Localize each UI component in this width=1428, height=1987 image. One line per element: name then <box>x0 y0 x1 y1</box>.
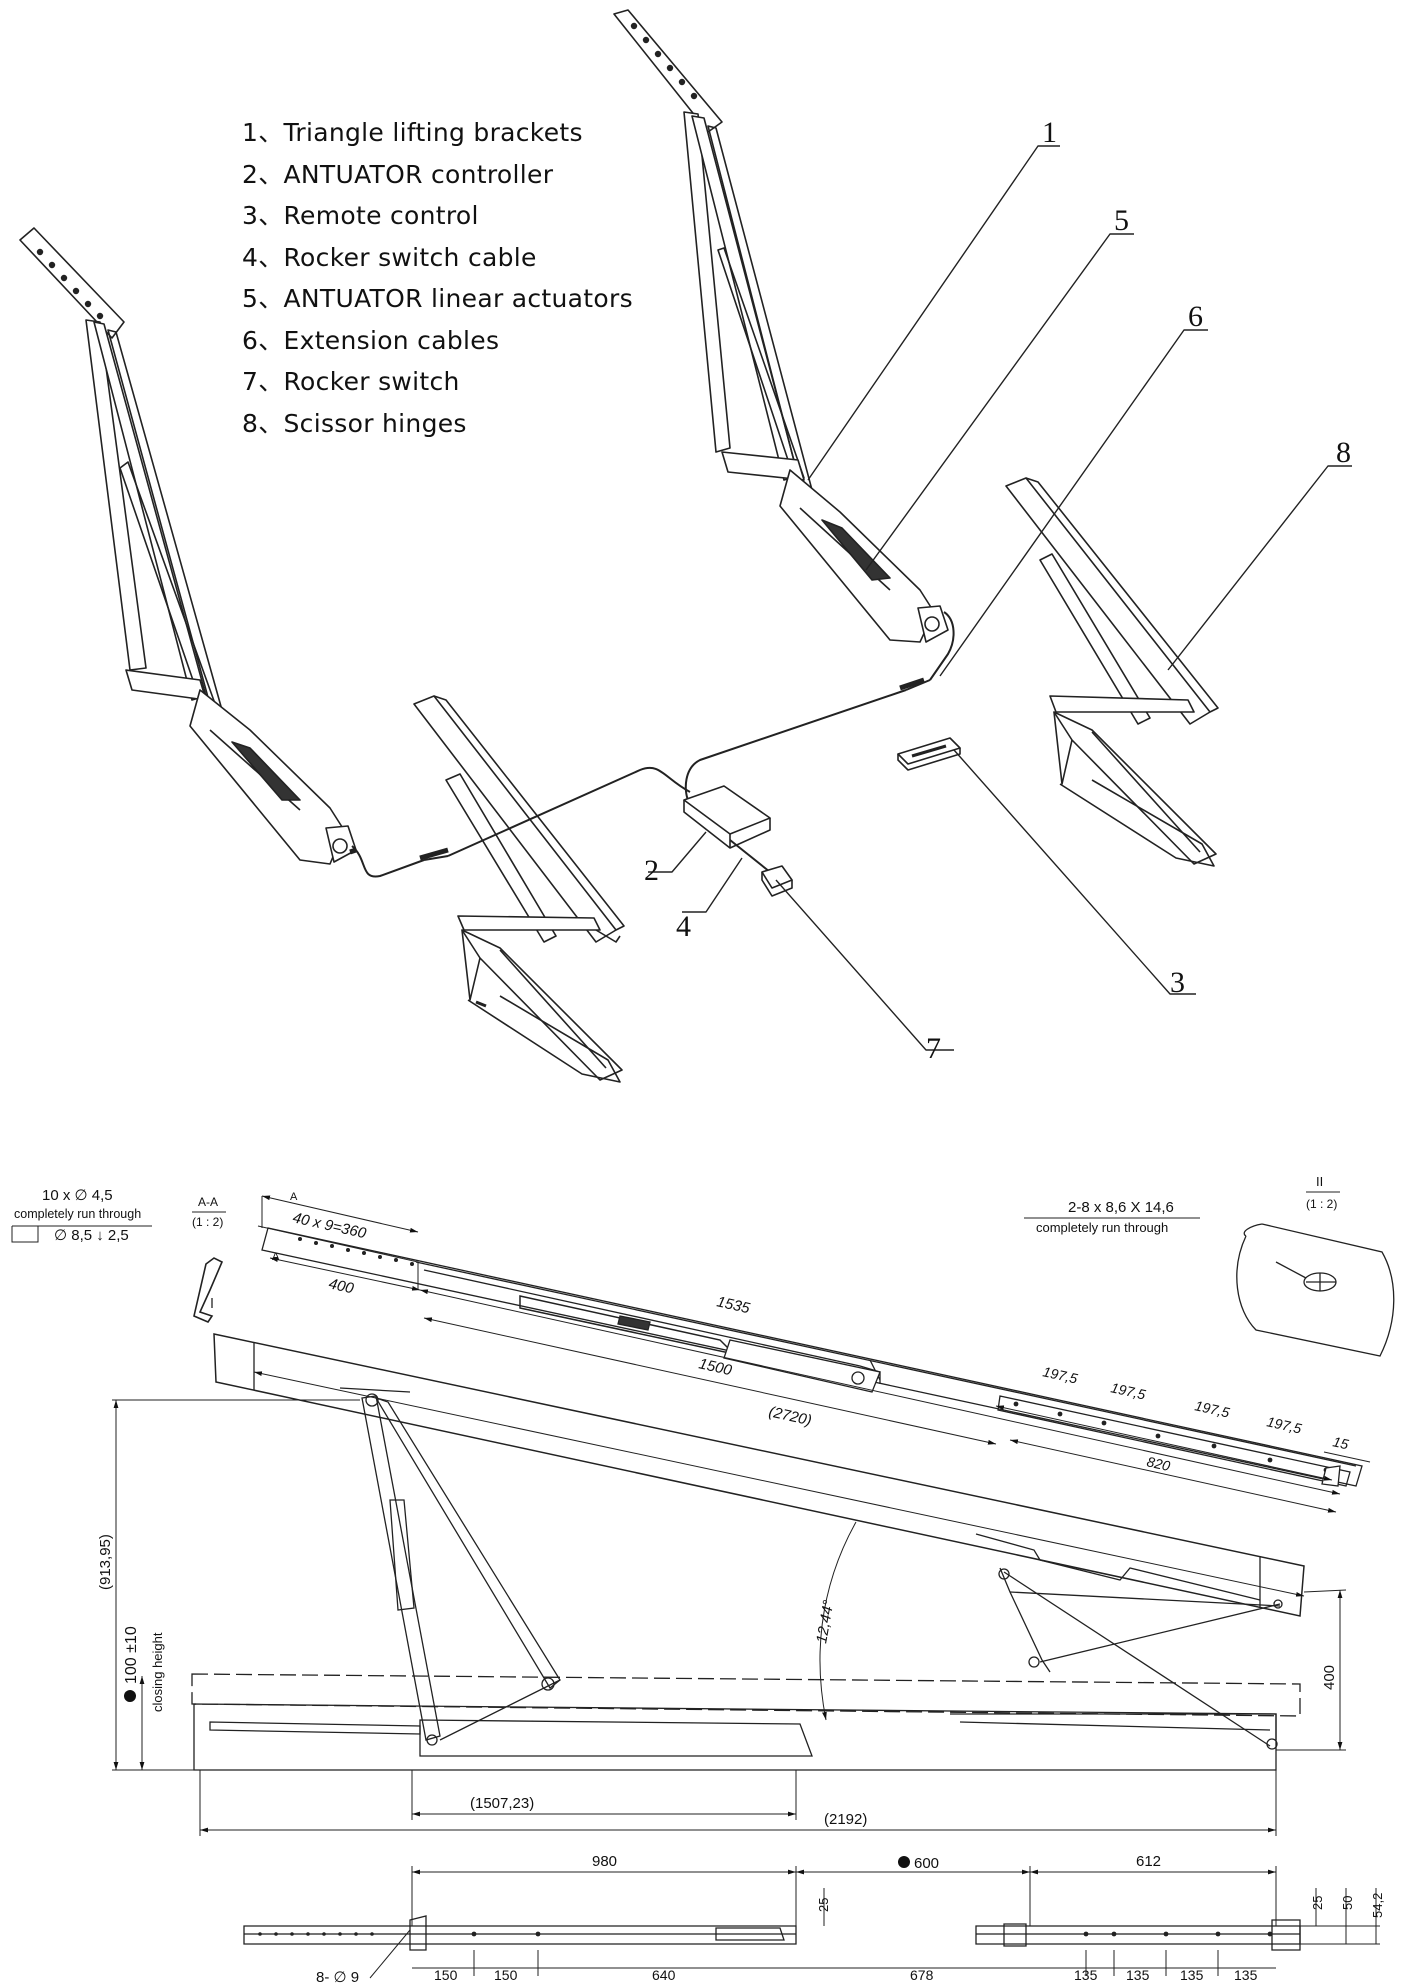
dim-150-1: 150 <box>434 1967 458 1983</box>
dim-820: 820 <box>1145 1453 1171 1474</box>
legend-item-7: 7、Rocker switch <box>242 367 460 396</box>
dim-197-2: 197,5 <box>1109 1379 1147 1402</box>
callout-6: 6 <box>1188 300 1203 333</box>
callout-7: 7 <box>926 1032 941 1065</box>
dim-640: 640 <box>652 1967 676 1983</box>
dim-25-left: 25 <box>816 1898 831 1912</box>
legend-item-3: 3、Remote control <box>242 201 479 230</box>
dim-612: 612 <box>1136 1853 1161 1870</box>
legend-item-4: 4、Rocker switch cable <box>242 242 537 272</box>
section-mark-bottom: A <box>272 1251 280 1263</box>
closing-height-dot <box>124 1690 136 1702</box>
dim-hole-pitch: 40 x 9=360 <box>291 1209 368 1242</box>
dim-678: 678 <box>910 1967 934 1983</box>
closing-height-value: 100 ±10 <box>123 1626 140 1684</box>
closing-height-label: closing height <box>150 1632 165 1712</box>
section-scale: (1 : 2) <box>192 1215 223 1229</box>
dim-angle: 12,44° <box>813 1599 837 1645</box>
remote-control <box>897 737 961 771</box>
dimension-values: 40 x 9=360 400 1535 1500 (2720) 197,5 19… <box>97 1209 1385 1986</box>
parts-legend: 1、Triangle lifting brackets 2、ANTUATOR c… <box>242 112 633 444</box>
dim-400-vertical: 400 <box>1321 1665 1338 1690</box>
plan-view <box>243 1866 1380 1979</box>
legend-item-8: 8、Scissor hinges <box>242 408 467 438</box>
dim-913: (913,95) <box>97 1534 114 1590</box>
cables <box>349 611 955 878</box>
dim-1507: (1507,23) <box>470 1795 534 1812</box>
callout-4: 4 <box>676 910 691 943</box>
dim-135-1: 135 <box>1074 1967 1098 1983</box>
dim-135-2: 135 <box>1126 1967 1150 1983</box>
dim-600: 600 <box>914 1855 939 1872</box>
legend-item-5: 5、ANTUATOR linear actuators <box>242 284 633 313</box>
dim-2720: (2720) <box>767 1403 813 1429</box>
exploded-view <box>19 9 1352 1083</box>
dim-1535: 1535 <box>715 1293 752 1317</box>
right-scissor-hinge <box>1005 477 1219 867</box>
holes-note: 10 x ∅ 4,5 <box>42 1187 113 1204</box>
section-label: A-A <box>198 1195 218 1209</box>
leader-lines <box>648 145 1352 1051</box>
dim-980: 980 <box>592 1853 617 1870</box>
dim-25-right: 25 <box>1310 1896 1325 1910</box>
center-triangle-bracket <box>613 9 949 643</box>
dim-15: 15 <box>1331 1433 1350 1452</box>
dim-400: 400 <box>327 1275 356 1297</box>
legend-item-2: 2、ANTUATOR controller <box>242 159 554 189</box>
dim-135-4: 135 <box>1234 1967 1258 1983</box>
section-mark-top: A <box>290 1191 298 1203</box>
callout-8: 8 <box>1336 436 1351 469</box>
dim-150-2: 150 <box>494 1967 518 1983</box>
callout-1: 1 <box>1042 116 1057 149</box>
left-scissor-hinge <box>413 695 625 1083</box>
dim-197-1: 197,5 <box>1041 1363 1079 1386</box>
legend-item-1: 1、Triangle lifting brackets <box>242 118 583 147</box>
controller-box <box>683 785 771 849</box>
callout-2: 2 <box>644 854 659 887</box>
side-view <box>112 1195 1395 1836</box>
counterbore-symbol <box>11 1225 152 1243</box>
detail-label: II <box>1316 1174 1323 1189</box>
callout-5: 5 <box>1114 204 1129 237</box>
slots-note: 2-8 x 8,6 X 14,6 <box>1068 1199 1174 1216</box>
legend-item-6: 6、Extension cables <box>242 325 500 355</box>
dim-54: 54,2 <box>1370 1893 1385 1918</box>
detail-scale: (1 : 2) <box>1306 1197 1337 1211</box>
run-through-note-2: completely run through <box>1036 1220 1168 1235</box>
dim-50: 50 <box>1340 1896 1355 1910</box>
left-triangle-bracket <box>19 227 357 865</box>
drawing-notes: 10 x ∅ 4,5 completely run through ∅ 8,5 … <box>11 1174 1340 1712</box>
dim-bottom-holes: 8- ∅ 9 <box>316 1969 359 1986</box>
rocker-switch <box>761 865 793 897</box>
dim-135-3: 135 <box>1180 1967 1204 1983</box>
dim-2192: (2192) <box>824 1811 867 1828</box>
counterbore-note: ∅ 8,5 ↓ 2,5 <box>54 1227 129 1244</box>
dim-197-3: 197,5 <box>1193 1397 1231 1420</box>
dim-600-dot <box>898 1856 910 1868</box>
callout-3: 3 <box>1170 966 1185 999</box>
run-through-note-1: completely run through <box>14 1207 141 1221</box>
dim-197-4: 197,5 <box>1265 1413 1303 1436</box>
